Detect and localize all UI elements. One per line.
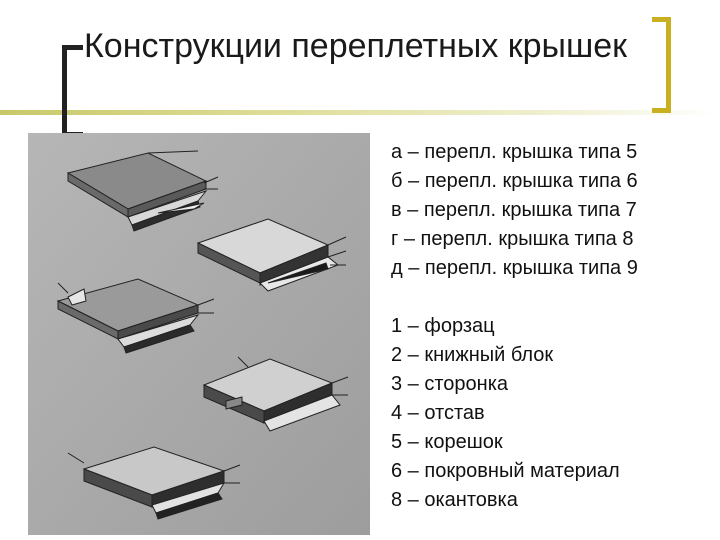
legend-item-part-4: 4 – отстав [391,402,485,424]
legend-cover-parts: 1 – форзац 2 – книжный блок 3 – сторонка… [391,312,711,515]
bookbinding-cover-figure [28,133,370,535]
cover-illustrations-svg [28,133,370,535]
slide-title: Конструкции переплетных крышек [84,27,628,65]
legend-item-part-3: 3 – сторонка [391,373,509,395]
title-bracket-left [62,45,83,137]
legend-item-type-b: б – перепл. крышка типа 6 [391,170,638,192]
book-illustration-v [56,278,215,354]
legend-item-type-g: г – перепл. крышка типа 8 [391,228,634,250]
legend-item-type-d: д – перепл. крышка типа 9 [391,257,638,279]
book-illustration-a [66,150,219,232]
book-illustration-g [202,356,349,432]
legend-item-part-6: 6 – покровный материал [391,460,620,482]
legend-item-type-v: в – перепл. крышка типа 7 [391,199,637,221]
legend-cover-types: а – перепл. крышка типа 5 б – перепл. кр… [391,138,711,283]
legend-item-part-8: 8 – окантовка [391,489,518,511]
title-bracket-right [652,17,671,113]
legend-item-type-a: а – перепл. крышка типа 5 [391,141,638,163]
legend: а – перепл. крышка типа 5 б – перепл. кр… [391,138,711,515]
book-illustration-d [67,446,241,520]
legend-item-part-1: 1 – форзац [391,315,495,337]
book-illustration-b [196,218,347,292]
legend-item-part-5: 5 – корешок [391,431,503,453]
title-underline-bar [0,110,720,115]
legend-item-part-2: 2 – книжный блок [391,344,554,366]
